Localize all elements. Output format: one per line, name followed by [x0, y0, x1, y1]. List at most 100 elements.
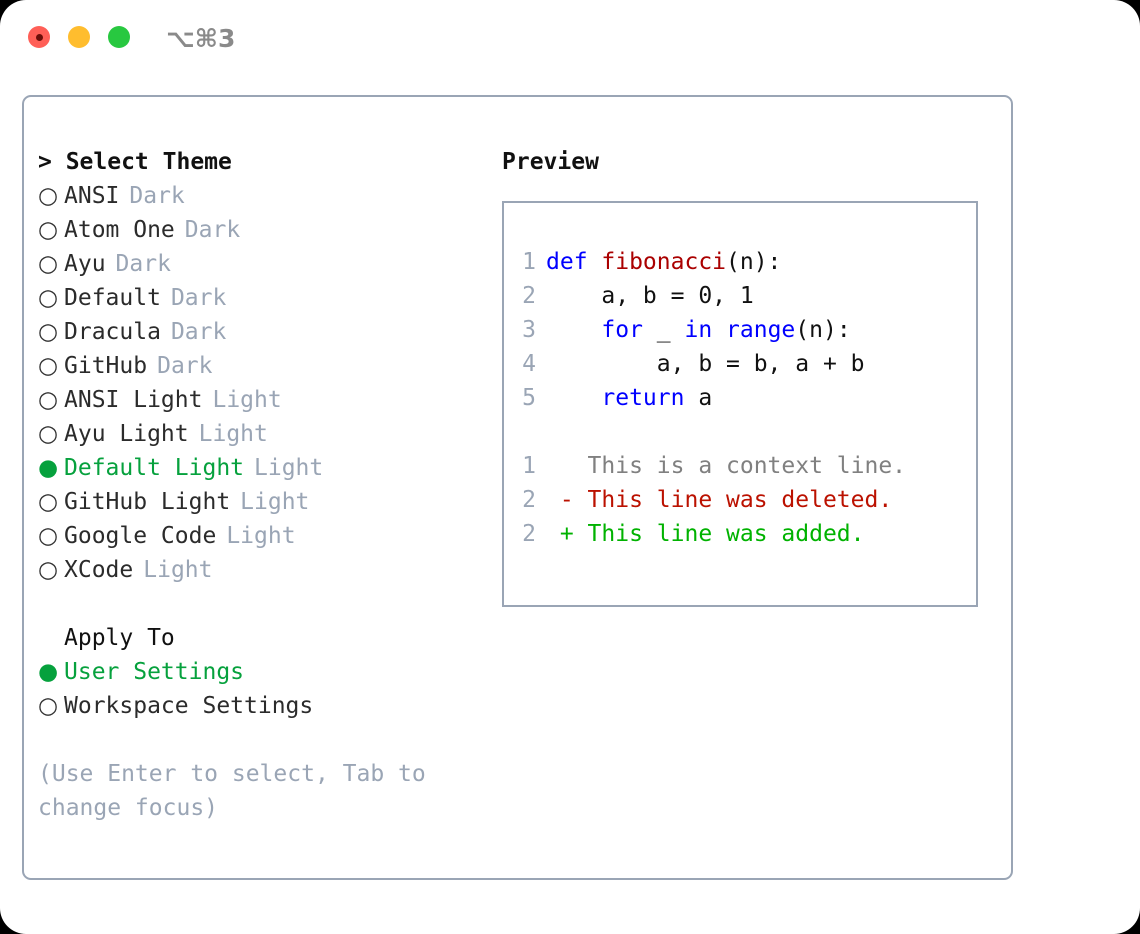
line-number: 5: [522, 385, 536, 411]
theme-list-item[interactable]: ○Dracula Dark: [38, 315, 498, 349]
token-plain: [712, 317, 726, 343]
radio-unselected-icon: ○: [38, 523, 59, 549]
radio-selected-icon: ●: [38, 659, 59, 685]
theme-list-item[interactable]: ○Atom One Dark: [38, 213, 498, 247]
apply-to-option[interactable]: ●User Settings: [38, 655, 498, 689]
radio-unselected-icon: ○: [38, 693, 59, 719]
diff-line: 2 + This line was added.: [512, 517, 984, 551]
theme-kind-label: Dark: [129, 183, 185, 209]
diff-line: 1 This is a context line.: [512, 449, 984, 483]
theme-list-item[interactable]: ○XCode Light: [38, 553, 498, 587]
window-controls: [28, 26, 130, 48]
line-number: 4: [522, 351, 536, 377]
radio-unselected-icon: ○: [38, 183, 59, 209]
token-plain: _: [642, 317, 685, 343]
apply-to-option-label: Workspace Settings: [64, 693, 314, 719]
radio-selected-icon: ●: [38, 455, 59, 481]
code-line: 2 a, b = 0, 1: [512, 279, 984, 313]
token-plain: a: [684, 385, 713, 411]
close-button[interactable]: [28, 26, 50, 48]
theme-name: Default Light: [64, 455, 245, 481]
token-kw: for: [601, 317, 643, 343]
theme-kind-label: Light: [240, 489, 310, 515]
theme-name: ANSI Light: [64, 387, 203, 413]
theme-name: GitHub: [64, 353, 148, 379]
minimize-button[interactable]: [68, 26, 90, 48]
diff-line: 2 - This line was deleted.: [512, 483, 984, 517]
theme-kind-label: Light: [254, 455, 324, 481]
code-line: 4 a, b = b, a + b: [512, 347, 984, 381]
maximize-button[interactable]: [108, 26, 130, 48]
theme-name: ANSI: [64, 183, 120, 209]
code-line-text: This is a context line.: [546, 449, 907, 483]
theme-name: Ayu Light: [64, 421, 189, 447]
radio-unselected-icon: ○: [38, 353, 59, 379]
code-spacer: [512, 415, 984, 449]
keyboard-hint-text: (Use Enter to select, Tab to change focu…: [38, 761, 440, 821]
theme-list-item[interactable]: ○GitHub Dark: [38, 349, 498, 383]
theme-kind-label: Dark: [170, 319, 227, 345]
theme-name: XCode: [64, 557, 134, 583]
theme-list-item[interactable]: ○GitHub Light Light: [38, 485, 498, 519]
token-del: - This line was deleted.: [546, 487, 893, 513]
theme-kind-label: Light: [198, 421, 268, 447]
code-line-text: return a: [546, 381, 712, 415]
preview-title: Preview: [502, 149, 599, 175]
token-kw: in: [684, 317, 713, 343]
radio-unselected-icon: ○: [38, 557, 59, 583]
apply-to-options[interactable]: ●User Settings○Workspace Settings: [38, 655, 498, 723]
apply-to-option-label: User Settings: [64, 659, 245, 685]
line-number: 1: [522, 453, 536, 479]
token-plain: (n):: [795, 317, 851, 343]
theme-name: Atom One: [64, 217, 175, 243]
radio-unselected-icon: ○: [38, 217, 59, 243]
apply-to-option[interactable]: ○Workspace Settings: [38, 689, 498, 723]
line-number: 1: [522, 249, 536, 275]
theme-kind-label: Light: [143, 557, 213, 583]
theme-list-item[interactable]: ●Default Light Light: [38, 451, 498, 485]
page-title: > Select Theme: [38, 149, 232, 175]
line-number: 2: [522, 487, 536, 513]
code-line-text: a, b = 0, 1: [546, 279, 753, 313]
token-plain: a, b = b, a + b: [546, 351, 865, 377]
radio-unselected-icon: ○: [38, 421, 59, 447]
radio-unselected-icon: ○: [38, 285, 59, 311]
theme-name: Default: [64, 285, 161, 311]
radio-unselected-icon: ○: [38, 319, 59, 345]
theme-kind-label: Dark: [115, 251, 171, 277]
token-plain: (n):: [726, 249, 782, 275]
theme-list-item[interactable]: ○Ayu Light Light: [38, 417, 498, 451]
code-line-text: a, b = b, a + b: [546, 347, 865, 381]
radio-unselected-icon: ○: [38, 489, 59, 515]
code-line-text: for _ in range(n):: [546, 313, 851, 347]
code-line: 5 return a: [512, 381, 984, 415]
token-ctx: This is a context line.: [546, 453, 907, 479]
radio-unselected-icon: ○: [38, 387, 59, 413]
apply-to-section: Apply To ●User Settings○Workspace Settin…: [38, 621, 498, 723]
theme-list-item[interactable]: ○ANSI Dark: [38, 179, 498, 213]
code-line-text: + This line was added.: [546, 517, 865, 551]
theme-kind-label: Dark: [184, 217, 241, 243]
theme-kind-label: Dark: [157, 353, 213, 379]
theme-name: GitHub Light: [64, 489, 231, 515]
token-plain: [546, 385, 601, 411]
apply-to-title: Apply To: [64, 625, 175, 651]
keyboard-shortcut-label: ⌥⌘3: [166, 24, 236, 53]
code-line-text: - This line was deleted.: [546, 483, 892, 517]
theme-name: Dracula: [64, 319, 161, 345]
line-number: 2: [522, 283, 536, 309]
token-add: + This line was added.: [546, 521, 865, 547]
theme-list-item[interactable]: ○ANSI Light Light: [38, 383, 498, 417]
theme-kind-label: Light: [212, 387, 282, 413]
